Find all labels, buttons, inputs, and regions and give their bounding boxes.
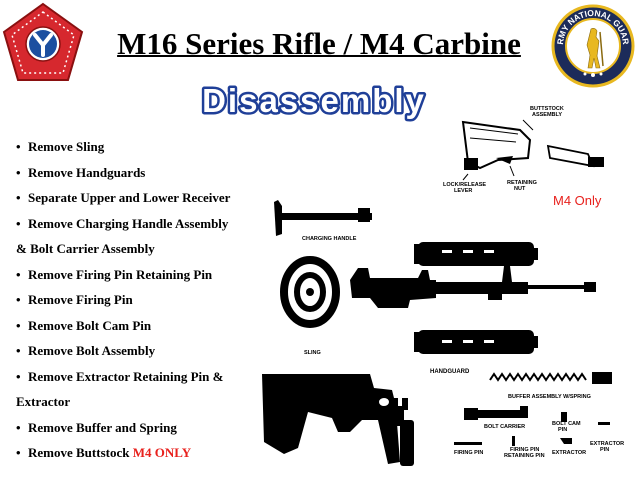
list-item: •Remove Handguards: [16, 164, 146, 180]
list-item-continuation: Extractor: [16, 394, 71, 409]
army-national-guard-seal: ARMY NATIONAL GUARD: [551, 4, 635, 88]
svg-text:Disassembly: Disassembly: [202, 82, 426, 119]
extractor-illustration: [560, 438, 572, 444]
extractor-pin-illustration: [598, 422, 610, 425]
upper-receiver-illustration: [350, 266, 596, 308]
buffer-spring-illustration: [489, 372, 612, 384]
svg-text:LEVER: LEVER: [454, 188, 472, 194]
firing-pin-illustration: [454, 442, 482, 445]
svg-text:FIRING PIN: FIRING PIN: [510, 447, 539, 453]
list-item: •Remove Bolt Assembly: [16, 343, 156, 358]
charging-handle-illustration: [274, 200, 372, 236]
handguard-upper-illustration: [414, 242, 538, 266]
svg-text:PIN: PIN: [600, 447, 609, 453]
disassembly-steps-list: •Remove Sling •Remove Handguards •Separa…: [16, 134, 264, 466]
svg-text:RETAINING PIN: RETAINING PIN: [504, 453, 545, 459]
svg-text:PIN: PIN: [558, 427, 567, 433]
list-item: •Remove Charging Handle Assembly: [16, 215, 229, 231]
bolt-cam-pin-illustration: [561, 412, 567, 422]
svg-text:BUFFER ASSEMBLY W/SPRING: BUFFER ASSEMBLY W/SPRING: [508, 394, 591, 400]
rifle-parts-diagram: BUTTSTOCK ASSEMBLY LOCK/RELEASE LEVER RE…: [262, 106, 624, 466]
svg-text:EXTRACTOR: EXTRACTOR: [590, 441, 624, 447]
svg-text:BOLT CARRIER: BOLT CARRIER: [484, 424, 525, 430]
m4-only-note: M4 Only: [553, 193, 602, 208]
svg-text:SLING: SLING: [304, 350, 321, 356]
buttstock-assembly-illustration: [461, 119, 604, 181]
list-item: •Remove Extractor Retaining Pin &: [16, 368, 224, 384]
list-item: •Remove Firing Pin: [16, 292, 133, 307]
svg-text:RETAINING: RETAINING: [507, 180, 537, 186]
svg-text:CHARGING HANDLE: CHARGING HANDLE: [302, 236, 357, 242]
svg-text:ASSEMBLY: ASSEMBLY: [532, 112, 562, 118]
firing-pin-retaining-pin-illustration: [512, 436, 515, 446]
list-item: •Separate Upper and Lower Receiver: [16, 190, 231, 205]
list-item: •Remove Buffer and Spring: [16, 419, 177, 435]
svg-text:LOCK/RELEASE: LOCK/RELEASE: [443, 182, 486, 188]
slide-title: M16 Series Rifle / M4 Carbine: [117, 26, 521, 61]
lower-receiver-illustration: [262, 374, 414, 466]
svg-text:HANDGUARD: HANDGUARD: [428, 288, 468, 294]
svg-text:EXTRACTOR: EXTRACTOR: [552, 450, 586, 456]
handguard-lower-illustration: [414, 330, 538, 354]
svg-text:HANDGUARD: HANDGUARD: [430, 369, 470, 375]
svg-text:NUT: NUT: [514, 186, 526, 192]
m4-only-highlight: M4 ONLY: [132, 445, 192, 460]
list-item: •Remove Buttstock M4 ONLY: [16, 445, 192, 460]
sling-illustration: [280, 256, 340, 328]
svg-text:BOLT CAM: BOLT CAM: [552, 421, 581, 427]
svg-text:BUTTSTOCK: BUTTSTOCK: [530, 106, 564, 112]
list-item-continuation: & Bolt Carrier Assembly: [16, 241, 155, 256]
list-item: •Remove Firing Pin Retaining Pin: [16, 266, 213, 282]
svg-text:FIRING PIN: FIRING PIN: [454, 450, 483, 456]
division-pentagon-logo: [2, 2, 84, 81]
list-item: •Remove Sling: [16, 139, 105, 154]
list-item: •Remove Bolt Cam Pin: [16, 317, 152, 333]
slide-subtitle: Disassembly Disassembly: [200, 80, 427, 122]
bolt-carrier-illustration: [464, 406, 528, 420]
svg-text:Disassembly: Disassembly: [202, 82, 426, 119]
